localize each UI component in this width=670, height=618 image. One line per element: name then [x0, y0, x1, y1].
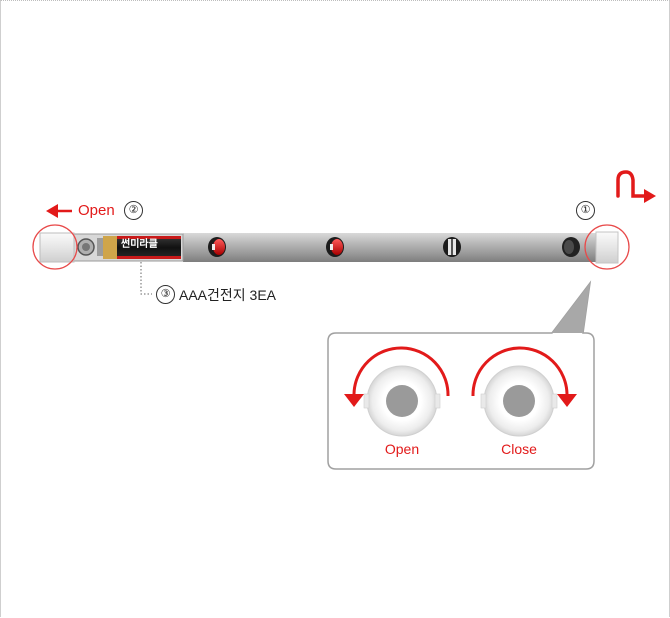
- tube-window-1: [208, 237, 226, 257]
- tube-body: [183, 233, 601, 262]
- battery-brand-label: 썬미라클: [121, 239, 158, 250]
- panel-close-label: Close: [501, 441, 537, 457]
- step-number-2: ②: [124, 201, 143, 220]
- highlight-left-cap: [32, 224, 78, 270]
- tube-window-3: [443, 237, 461, 257]
- tube-window-4: [562, 237, 580, 257]
- hook-arrow-icon: [616, 170, 656, 203]
- battery-aaa: [97, 236, 181, 259]
- open-label-top: Open: [78, 202, 115, 219]
- close-dial: [480, 365, 558, 437]
- step-number-3: ③: [156, 285, 175, 304]
- end-cap-right: [595, 231, 619, 264]
- battery-leader-line: [140, 262, 152, 295]
- arrow-left-icon: [46, 204, 72, 218]
- open-dial: [363, 365, 441, 437]
- rotate-ccw-icon: [344, 346, 450, 407]
- battery-note: AAA건전지 3EA: [179, 287, 277, 303]
- panel-open-label: Open: [384, 441, 420, 457]
- rotate-cw-icon: [471, 346, 577, 407]
- tube-window-2: [326, 237, 344, 257]
- end-cap-left: [39, 232, 75, 263]
- spring-contact: [77, 238, 95, 256]
- step-number-1: ①: [576, 201, 595, 220]
- highlight-right-cap: [584, 224, 630, 270]
